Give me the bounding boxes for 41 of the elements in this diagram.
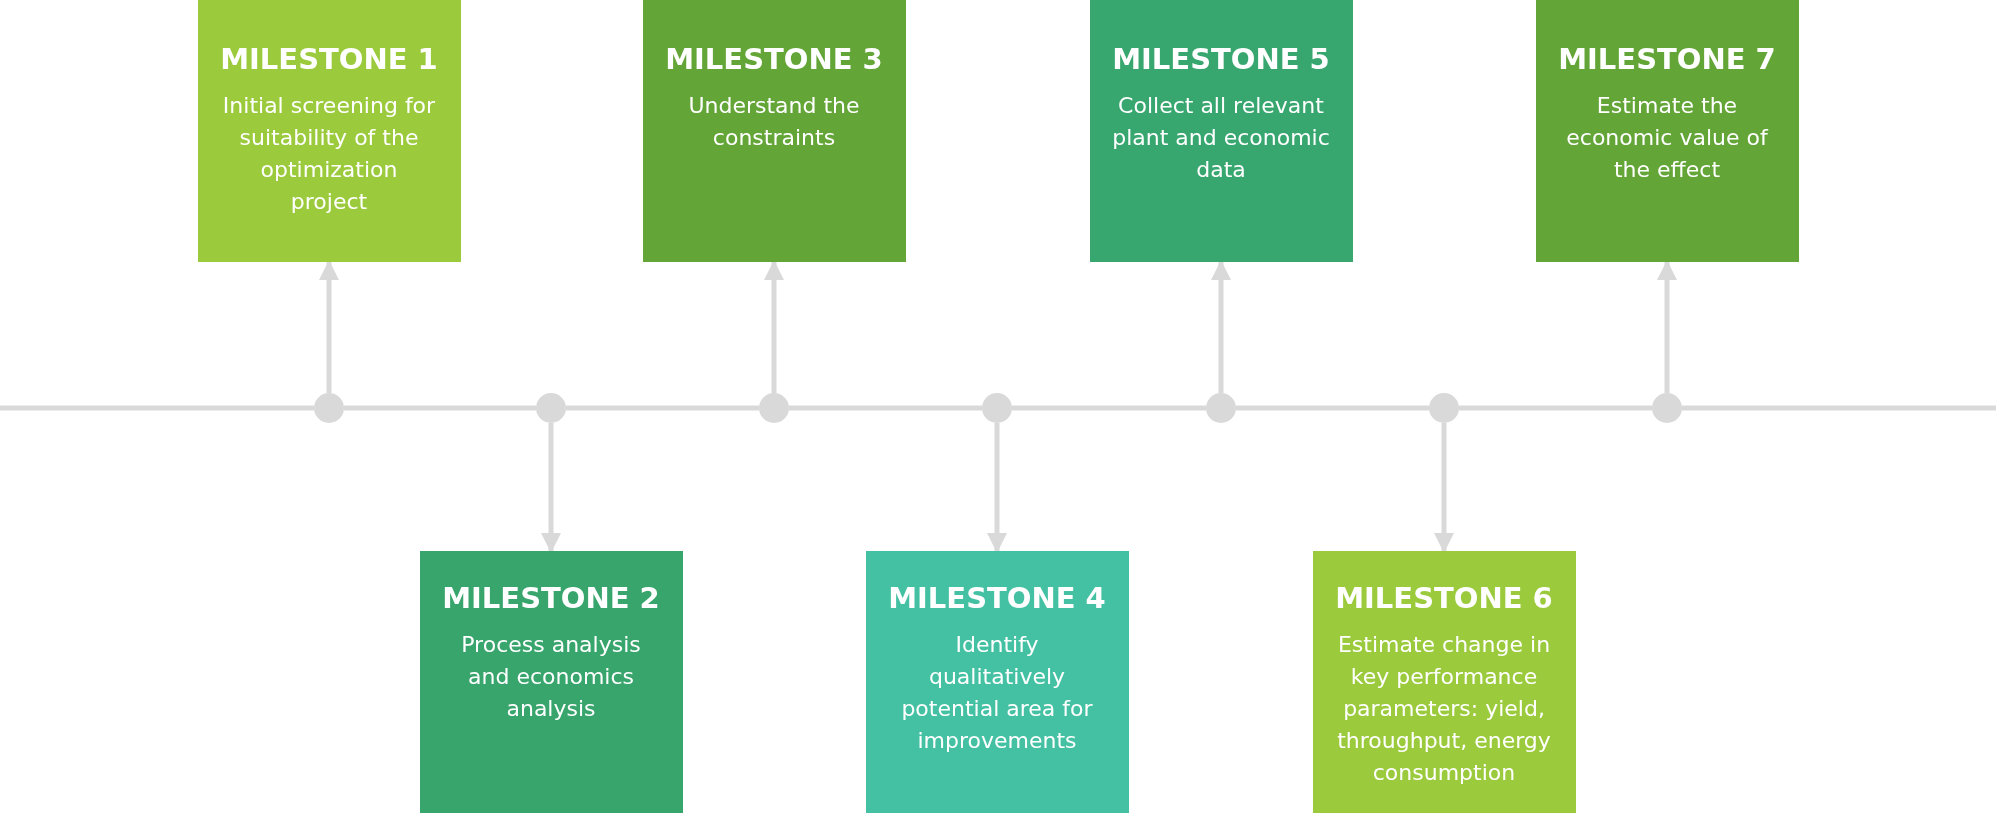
timeline-dot [759,393,789,423]
milestone-box [1089,0,1353,262]
milestone-description: Initial screening for suitability of the optimization project [221,92,437,216]
milestone-description: Understand the constraints [687,92,861,152]
milestone-title: MILESTONE 5 [1111,42,1331,76]
milestone-title: MILESTONE 7 [1557,42,1777,76]
milestone-title: MILESTONE 1 [219,42,439,76]
timeline-line [344,405,536,411]
timeline-dot [1206,393,1236,423]
milestone-title: MILESTONE 2 [441,581,661,615]
timeline-line [566,405,759,411]
timeline-line [789,405,982,411]
timeline-dot [314,393,344,423]
milestone-description: Estimate change in key performance parameters: yield, throughput, energy consumption [1336,631,1552,787]
milestone-description: Identify qualitatively potential area for improvements [900,631,1094,755]
timeline-line [1236,405,1429,411]
milestone-title: MILESTONE 4 [887,581,1107,615]
milestone-box [197,0,461,262]
timeline-dot [982,393,1012,423]
arrow [541,423,561,553]
milestone-description: Collect all relevant plant and economic data [1111,92,1331,184]
timeline-dot [1429,393,1459,423]
milestone-title: MILESTONE 3 [664,42,884,76]
milestone-box [1312,551,1576,813]
arrow [1657,260,1677,393]
milestone-box [865,551,1129,813]
milestone-box [1535,0,1799,262]
timeline-dot [1652,393,1682,423]
timeline-line [1012,405,1206,411]
arrow [987,423,1007,553]
arrow [1211,260,1231,393]
milestone-description: Process analysis and economics analysis [460,631,642,723]
timeline-dot [536,393,566,423]
arrow [1434,423,1454,553]
timeline-line [1459,405,1652,411]
arrow [764,260,784,393]
milestone-box [642,0,906,262]
milestone-title: MILESTONE 6 [1334,581,1554,615]
milestone-box [419,551,683,813]
arrow [319,260,339,393]
milestone-description: Estimate the economic value of the effect [1565,92,1770,184]
